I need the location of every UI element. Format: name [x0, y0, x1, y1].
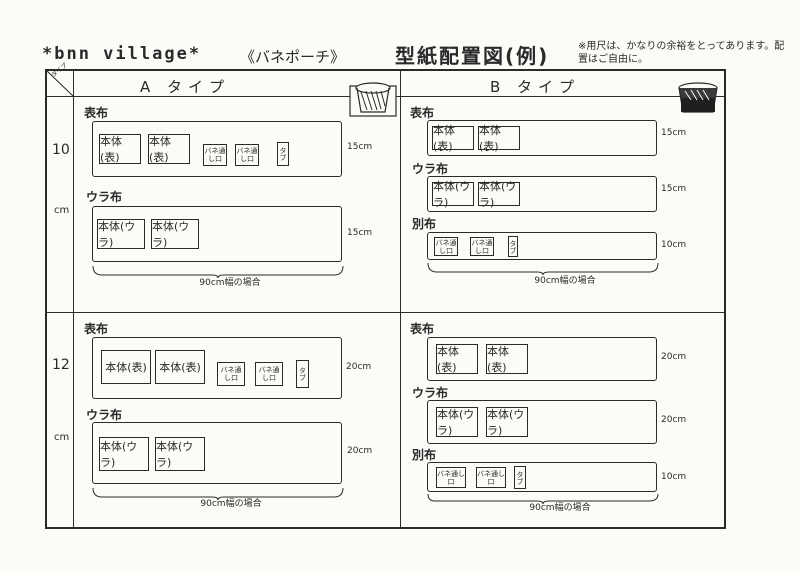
a2-width-brace	[92, 487, 344, 501]
b1-betsu-measure: 10cm	[661, 240, 687, 250]
a1-ura-fabric: 本体(ウラ) 本体(ウラ)	[92, 206, 342, 262]
a1-ura-measure: 15cm	[347, 228, 373, 238]
a1-width-note: 90cm幅の場合	[199, 278, 261, 288]
a1-piece-body-lining: 本体(ウラ)	[151, 219, 199, 249]
type-b-heading: B タイプ	[490, 78, 581, 96]
a2-piece-tab: タブ	[296, 360, 309, 388]
layout-table	[45, 69, 726, 529]
pouch-a-icon	[349, 78, 397, 118]
a1-width-brace	[92, 265, 344, 279]
a2-width-note: 90cm幅の場合	[200, 499, 262, 509]
b1-piece-body-outer: 本体(表)	[478, 124, 520, 153]
type-column-divider	[400, 69, 401, 529]
b1-piece-body-lining: 本体(ウラ)	[478, 180, 520, 209]
a1-omote-label: 表布	[84, 106, 109, 120]
brand-name: *bnn village*	[42, 44, 202, 64]
a2-piece-body-lining: 本体(ウラ)	[99, 437, 149, 471]
a2-omote-label: 表布	[84, 322, 109, 336]
a1-omote-fabric: 本体(表) 本体(表) バネ通し口 バネ通し口 タブ	[92, 121, 342, 177]
a2-piece-body-lining: 本体(ウラ)	[155, 437, 205, 471]
b2-ura-measure: 20cm	[661, 415, 687, 425]
b1-betsu-fabric: バネ通し口 バネ通し口 タブ	[427, 232, 657, 260]
a2-piece-body-outer: 本体(表)	[101, 350, 151, 384]
product-subtitle: 《バネポーチ》	[240, 48, 346, 66]
b1-piece-spring-opening: バネ通し口	[470, 237, 494, 256]
a2-omote-measure: 20cm	[346, 362, 372, 372]
b1-ura-fabric: 本体(ウラ) 本体(ウラ)	[427, 176, 657, 212]
b2-betsu-fabric: バネ通し口 バネ通し口 タブ	[427, 462, 657, 492]
a1-piece-spring-opening: バネ通し口	[203, 144, 227, 166]
a2-piece-body-outer: 本体(表)	[155, 350, 205, 384]
row-divider	[45, 312, 726, 313]
a2-omote-fabric: 本体(表) 本体(表) バネ通し口 バネ通し口 タブ	[92, 337, 342, 399]
b2-piece-spring-opening: バネ通し口	[436, 467, 466, 488]
b2-piece-tab: タブ	[514, 466, 526, 489]
b2-piece-body-lining: 本体(ウラ)	[486, 407, 528, 437]
b2-width-brace	[427, 493, 659, 505]
b1-ura-label: ウラ布	[412, 162, 449, 176]
a1-piece-tab: タブ	[277, 142, 289, 166]
size-column-divider	[73, 69, 74, 529]
header-note: ※用尺は、かなりの余裕をとってあります。配置はご自由に。	[578, 41, 785, 65]
b2-width-note: 90cm幅の場合	[529, 503, 591, 513]
b2-ura-fabric: 本体(ウラ) 本体(ウラ)	[427, 400, 657, 444]
size-label-12: 12	[52, 357, 70, 373]
a2-ura-fabric: 本体(ウラ) 本体(ウラ)	[92, 422, 342, 484]
b1-omote-measure: 15cm	[661, 128, 687, 138]
b2-betsu-measure: 10cm	[661, 472, 687, 482]
type-a-heading: A タイプ	[140, 78, 231, 96]
a1-piece-spring-opening: バネ通し口	[235, 144, 259, 166]
b1-betsu-label: 別布	[412, 217, 437, 231]
b2-omote-label: 表布	[410, 322, 435, 336]
b2-betsu-label: 別布	[412, 448, 437, 462]
b1-width-brace	[427, 262, 659, 276]
corner-diagonal	[46, 70, 73, 96]
pouch-b-icon	[671, 78, 725, 122]
b2-piece-body-lining: 本体(ウラ)	[436, 407, 478, 437]
size-unit-10: cm	[54, 205, 70, 216]
b2-omote-measure: 20cm	[661, 352, 687, 362]
a1-omote-measure: 15cm	[347, 142, 373, 152]
b2-ura-label: ウラ布	[412, 386, 449, 400]
a1-piece-body-lining: 本体(ウラ)	[97, 219, 145, 249]
b1-piece-tab: タブ	[508, 236, 518, 257]
a2-ura-label: ウラ布	[86, 408, 123, 422]
b1-piece-spring-opening: バネ通し口	[434, 237, 458, 256]
a2-ura-measure: 20cm	[347, 446, 373, 456]
b2-omote-fabric: 本体(表) 本体(表)	[427, 337, 657, 381]
b1-ura-measure: 15cm	[661, 184, 687, 194]
size-unit-12: cm	[54, 432, 70, 443]
a1-piece-body-outer: 本体(表)	[99, 134, 141, 164]
b1-omote-fabric: 本体(表) 本体(表)	[427, 120, 657, 156]
b2-piece-body-outer: 本体(表)	[436, 344, 478, 374]
a1-piece-body-outer: 本体(表)	[148, 134, 190, 164]
b1-piece-body-lining: 本体(ウラ)	[432, 180, 474, 209]
b1-width-note: 90cm幅の場合	[534, 276, 596, 286]
a2-piece-spring-opening: バネ通し口	[255, 362, 283, 386]
a1-ura-label: ウラ布	[86, 190, 123, 204]
b1-piece-body-outer: 本体(表)	[432, 124, 474, 153]
b1-omote-label: 表布	[410, 106, 435, 120]
a2-piece-spring-opening: バネ通し口	[217, 362, 245, 386]
b2-piece-spring-opening: バネ通し口	[476, 467, 506, 488]
b2-piece-body-outer: 本体(表)	[486, 344, 528, 374]
size-label-10: 10	[52, 142, 70, 158]
page-title: 型紙配置図(例)	[395, 44, 550, 68]
